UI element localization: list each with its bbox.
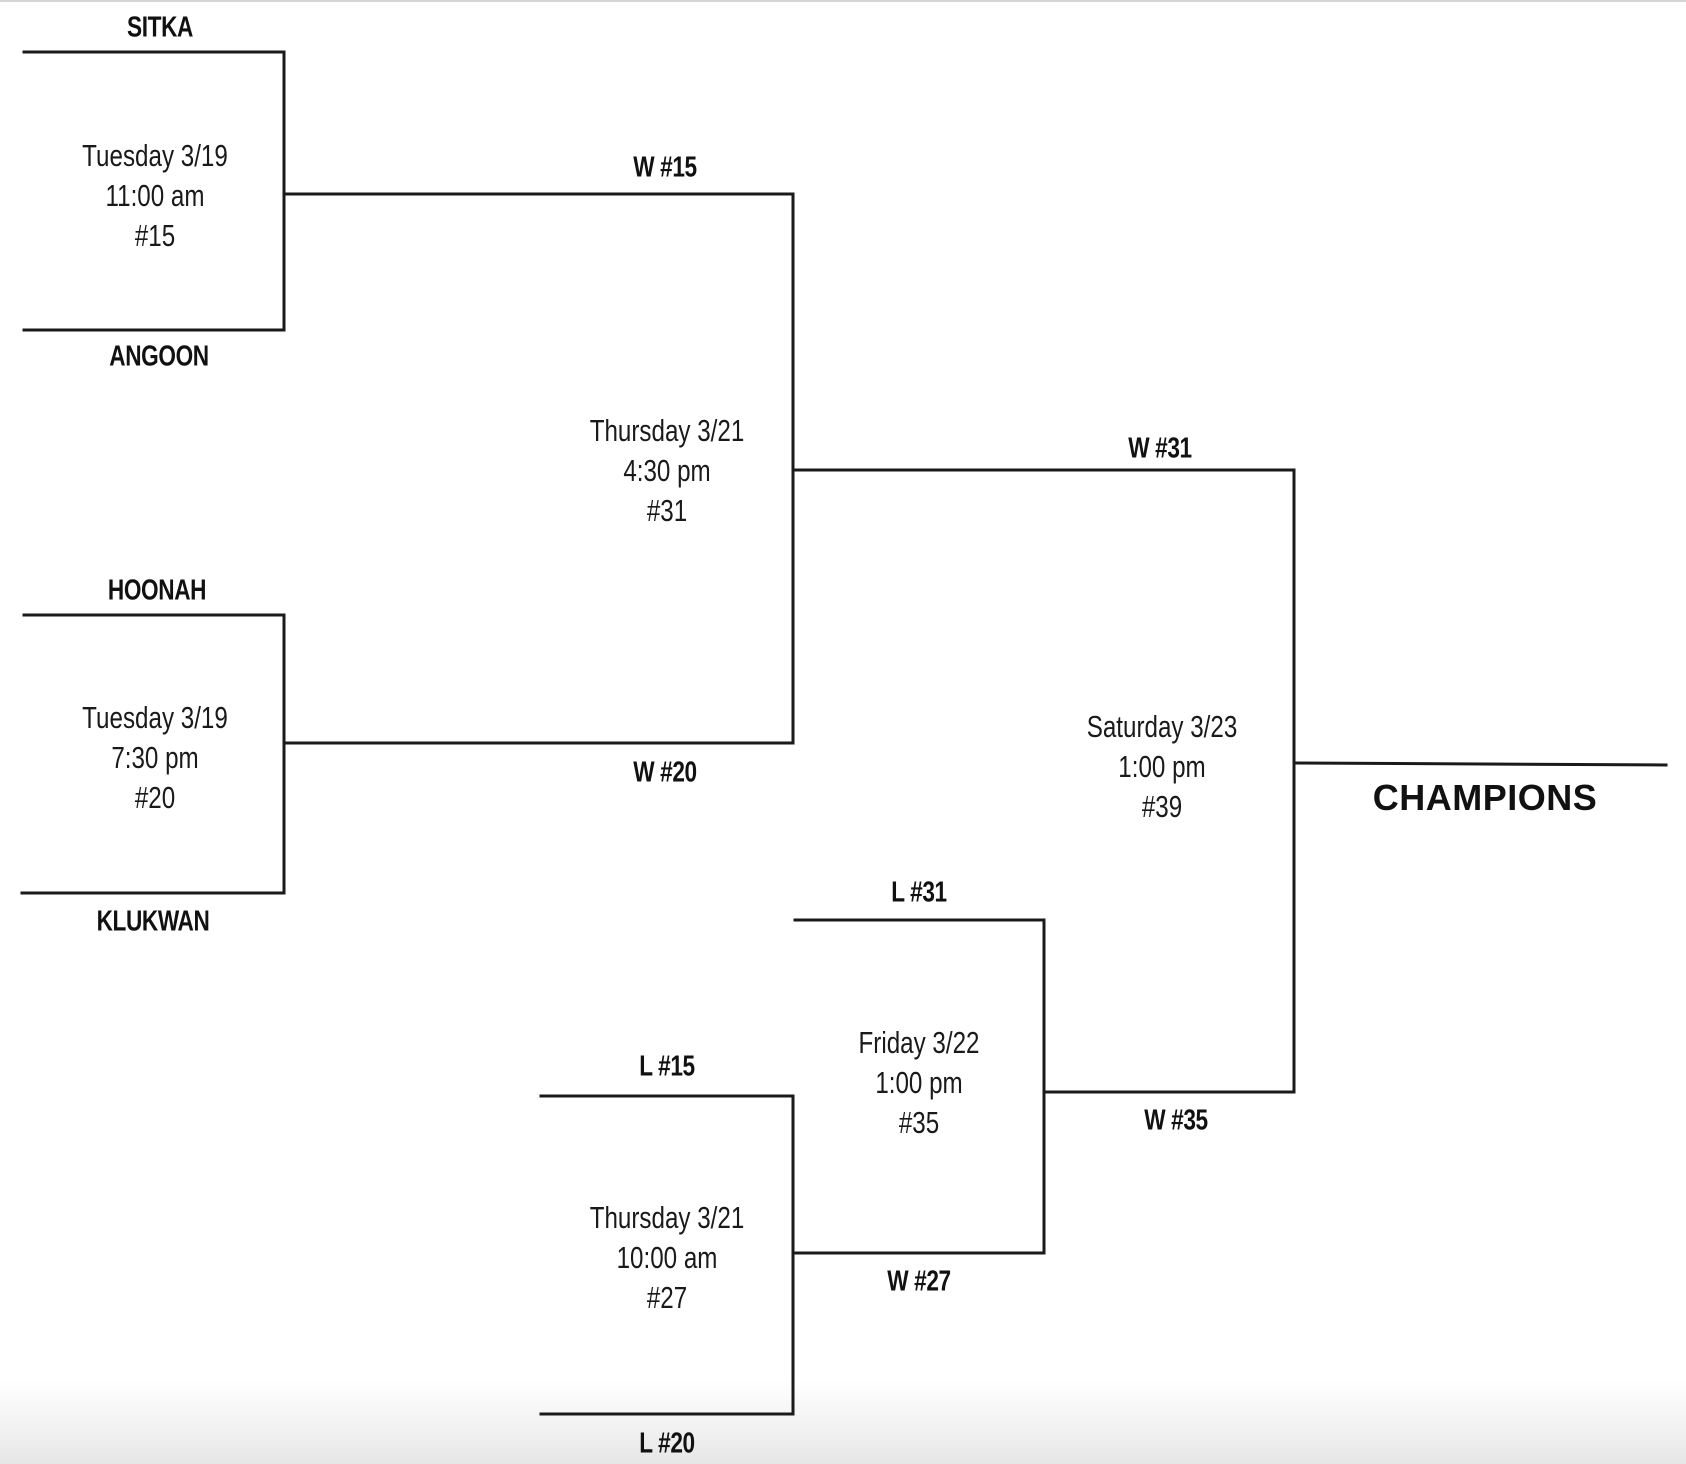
game-number: #20 bbox=[134, 780, 176, 815]
game-info-31: Thursday 3/21 4:30 pm #31 bbox=[568, 411, 766, 531]
team-label-sitka: SITKA bbox=[127, 11, 193, 44]
game-time: 4:30 pm bbox=[623, 453, 711, 488]
game-info-35: Friday 3/22 1:00 pm #35 bbox=[841, 1023, 996, 1143]
game-time: 10:00 am bbox=[616, 1240, 718, 1275]
game-day: Thursday 3/21 bbox=[589, 413, 745, 448]
slot-label-l31: L #31 bbox=[891, 876, 947, 909]
slot-label-w35: W #35 bbox=[1144, 1104, 1208, 1137]
slot-label-l15: L #15 bbox=[639, 1050, 695, 1083]
game-day: Tuesday 3/19 bbox=[82, 700, 228, 735]
game-day: Tuesday 3/19 bbox=[82, 138, 228, 173]
slot-label-w20: W #20 bbox=[633, 756, 697, 789]
game-time: 1:00 pm bbox=[875, 1065, 963, 1100]
game-info-27: Thursday 3/21 10:00 am #27 bbox=[568, 1198, 766, 1318]
game-number: #15 bbox=[134, 218, 176, 253]
game-time: 11:00 am bbox=[105, 178, 205, 213]
game-day: Saturday 3/23 bbox=[1086, 709, 1238, 744]
game-number: #39 bbox=[1141, 789, 1183, 824]
game-info-20: Tuesday 3/19 7:30 pm #20 bbox=[62, 698, 249, 818]
team-label-angoon: ANGOON bbox=[109, 340, 209, 373]
game-day: Friday 3/22 bbox=[858, 1025, 980, 1060]
top-border bbox=[0, 0, 1686, 2]
game-time: 7:30 pm bbox=[111, 740, 199, 775]
team-label-hoonah: HOONAH bbox=[107, 574, 207, 607]
slot-label-w15: W #15 bbox=[633, 151, 697, 184]
game-info-39: Saturday 3/23 1:00 pm #39 bbox=[1065, 707, 1258, 827]
slot-label-l20: L #20 bbox=[639, 1427, 695, 1460]
game-number: #31 bbox=[646, 493, 688, 528]
game-time: 1:00 pm bbox=[1118, 749, 1206, 784]
game-number: #35 bbox=[898, 1105, 940, 1140]
champions-label: CHAMPIONS bbox=[1372, 777, 1598, 818]
game-day: Thursday 3/21 bbox=[589, 1200, 745, 1235]
slot-label-w27: W #27 bbox=[887, 1265, 951, 1298]
game-info-15: Tuesday 3/19 11:00 am #15 bbox=[62, 136, 249, 256]
champion-line bbox=[1295, 761, 1668, 767]
slot-label-w31: W #31 bbox=[1128, 432, 1192, 465]
team-label-klukwan: KLUKWAN bbox=[96, 905, 210, 938]
game-number: #27 bbox=[646, 1280, 688, 1315]
